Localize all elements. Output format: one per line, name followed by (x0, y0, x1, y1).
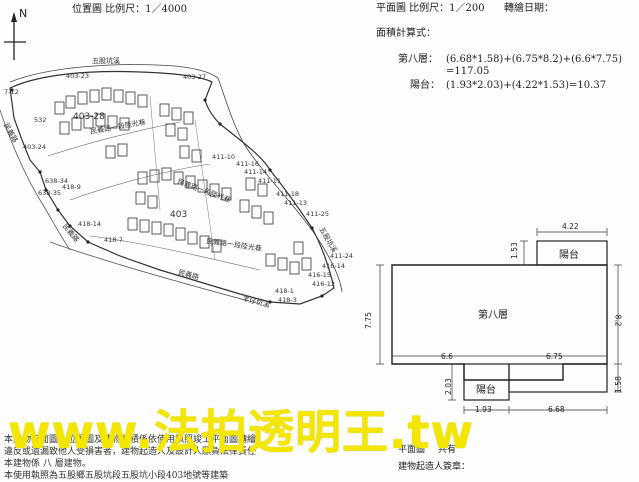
parcel-label: 411-24 (330, 252, 354, 260)
parcel-label: 403-27 (183, 73, 207, 81)
footer-extra-label: 平面圖 (398, 445, 426, 455)
location-map-title: 位置圖 比例尺：1／4000 (72, 4, 187, 15)
dim-bottom-mid-width: 6.75 (546, 352, 563, 361)
footer-note-4: 本使用執照為五股鄉五股坑段五股坑小段403地號等建築 (4, 471, 229, 481)
dim-top-balcony-width: 4.22 (562, 222, 579, 231)
dim-right-height: 8.2 (613, 314, 623, 327)
floor-total: =117.05 (446, 66, 490, 77)
parcel-label: 411-14 (244, 168, 268, 176)
site-map-drawing (0, 64, 343, 305)
room-label-eighth-floor: 第八層 (478, 310, 508, 321)
parcel-label: 418-3 (278, 296, 297, 304)
parcel-label: 418-1 (275, 287, 294, 295)
eighth-floor-outline (391, 264, 608, 381)
balcony-formula: (1.93*2.03)+(4.22*1.53)=10.37 (446, 80, 607, 91)
draw-date-label: 轉繪日期： (504, 3, 554, 14)
parcel-label: 416-14 (322, 262, 346, 270)
dim-top-balcony-height: 1.53 (509, 242, 519, 259)
parcel-label: 403 (170, 210, 188, 220)
parcel-label: 638-35 (38, 189, 62, 197)
dim-lower-balcony-width: 1.93 (475, 405, 492, 414)
signature-label: 建物起造人簽章： (398, 462, 471, 472)
dim-lower-balcony-height: 2.03 (443, 378, 453, 395)
footer-note-2: 違反或遺漏致他人受損害者，建物起造人及設計人願負法律責任 (4, 447, 257, 457)
dim-lower-right-height: 1.58 (613, 376, 623, 393)
dim-bottom-left-width: 6.6 (441, 352, 453, 361)
footer-extra-label-2: 共有 (438, 445, 457, 455)
parcel-label: 418-9 (62, 183, 81, 191)
parcel-label: 403-28 (73, 112, 105, 122)
parcel-label: 403-24 (23, 143, 47, 151)
north-label: N (19, 7, 28, 20)
parcel-label: 638-34 (45, 177, 69, 185)
parcel-label: 411-13 (284, 199, 308, 207)
watermark-text: www.法拍透明王.tw (8, 405, 474, 459)
floor-formula: (6.68*1.58)+(6.75*8.2)+(6.6*7.75) (446, 54, 623, 65)
area-calc-label: 面積計算式： (376, 28, 436, 39)
parcel-label: 418-7 (104, 236, 123, 244)
balcony-formula-label: 陽台： (410, 80, 440, 91)
parcel-label: 416-12 (312, 280, 336, 288)
parcel-label: 418-14 (78, 220, 102, 228)
dim-left-height: 7.75 (363, 312, 373, 329)
parcel-label: 411-11 (258, 177, 282, 185)
site-boundary (9, 70, 335, 305)
lower-right-section (508, 363, 608, 393)
dim-lower-right-width: 6.68 (548, 405, 565, 414)
parcel-label: 7-12 (4, 88, 19, 96)
parcel-label: 411-25 (306, 210, 330, 218)
floor-formula-label: 第八層： (398, 54, 438, 65)
footer-note-3: 本建物係 八 層建物。 (4, 459, 91, 469)
building-blocks (54, 87, 312, 275)
footer-note-1: 本建物平面圖、位置圖及建物面積係依使用執照竣工平面圖轉繪 (4, 435, 257, 445)
creek-label: 五股坑溪 (92, 57, 120, 65)
parcel-label: 411-18 (276, 190, 300, 198)
lower-balcony (463, 363, 510, 401)
room-label-lower-balcony: 陽台 (476, 385, 496, 396)
parcel-label: 403-23 (66, 72, 90, 80)
parcel-label: 416-15 (308, 271, 332, 279)
parcel-label: 411-10 (212, 153, 236, 161)
floor-plan-title: 平面圖 比例尺：1／200 (376, 3, 485, 14)
floor-plan-drawing (376, 228, 622, 414)
parcel-label: 532 (34, 116, 47, 124)
parcel-label: 411-16 (236, 160, 260, 168)
room-label-top-balcony: 陽台 (559, 250, 579, 261)
north-arrow-icon (4, 12, 26, 60)
